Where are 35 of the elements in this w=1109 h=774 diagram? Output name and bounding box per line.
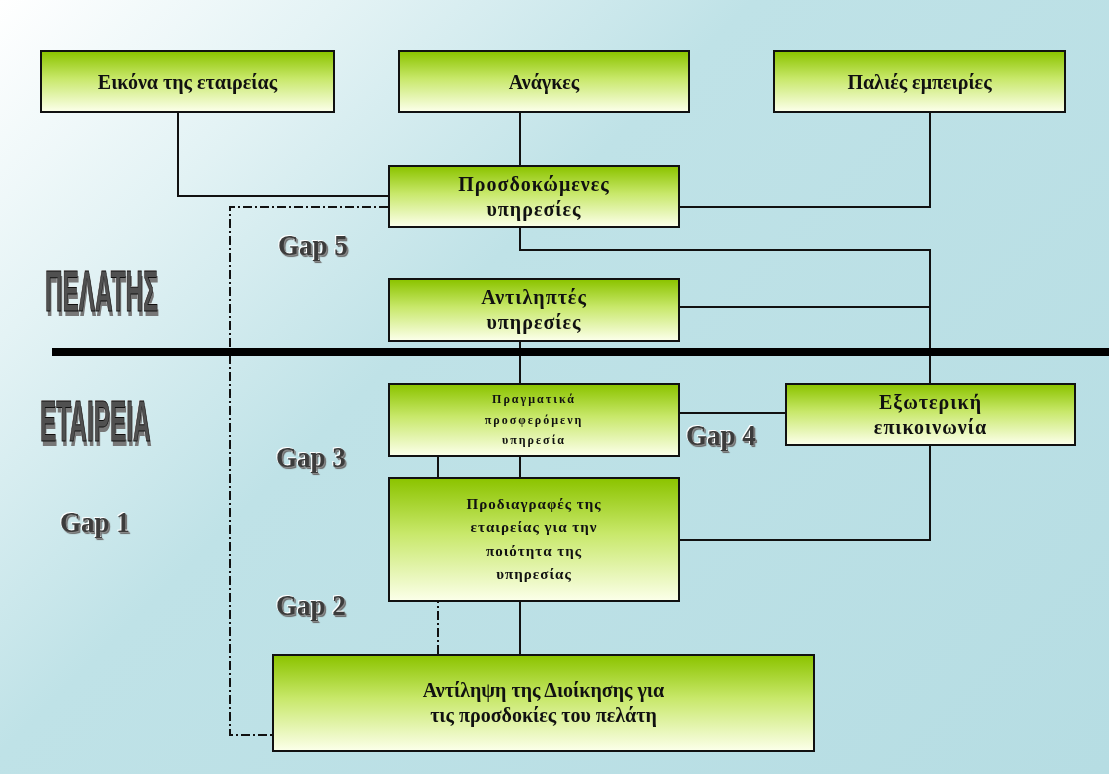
- side-label: ΕΤΑΙΡΕΙΑ: [40, 392, 151, 450]
- process-box: [388, 165, 680, 228]
- process-box: [398, 50, 690, 113]
- connector-line: [229, 206, 389, 736]
- process-box: [40, 50, 335, 113]
- connector-line: [177, 112, 389, 197]
- box-text: Προδιαγραφές της εταιρείας για την ποιότητα της υπηρεσίας: [465, 495, 603, 584]
- box-text: Εξωτερική επικοινωνία: [872, 389, 989, 440]
- side-label: ΠΕΛΑΤΗΣ: [45, 262, 158, 320]
- box-text: Αντιληπτές υπηρεσίες: [480, 285, 588, 335]
- connector-line: [679, 445, 931, 541]
- gap-label: Gap 2: [276, 588, 346, 622]
- gap-label: Gap 5: [278, 228, 348, 262]
- box-text: Παλιές εμπειρίες: [847, 69, 992, 94]
- process-box: [388, 383, 680, 457]
- process-box: [785, 383, 1076, 446]
- box-text: Πραγματικά προσφερόμενη υπηρεσία: [483, 391, 585, 450]
- connector-line: [679, 112, 931, 208]
- gap-label: Gap 3: [276, 440, 346, 474]
- gap-label: Gap 4: [686, 418, 756, 452]
- box-text: Αντίληψη της Διοίκησης για τις προσδοκίες του πελάτη: [421, 678, 666, 728]
- connector-line: [519, 112, 521, 166]
- connector-line: [679, 412, 786, 414]
- process-box: [388, 477, 680, 602]
- process-box: [388, 278, 680, 342]
- box-text: Ανάγκες: [508, 69, 580, 94]
- box-text: Εικόνα της εταιρείας: [97, 69, 278, 94]
- connector-line: [519, 341, 521, 384]
- box-text: Προσδοκώμενες υπηρεσίες: [457, 171, 611, 222]
- process-box: [773, 50, 1066, 113]
- connector-line: [519, 456, 521, 478]
- process-box: [272, 654, 815, 752]
- connector-line: [519, 601, 521, 655]
- gap-label: Gap 1: [60, 505, 130, 539]
- connector-line: [437, 456, 439, 478]
